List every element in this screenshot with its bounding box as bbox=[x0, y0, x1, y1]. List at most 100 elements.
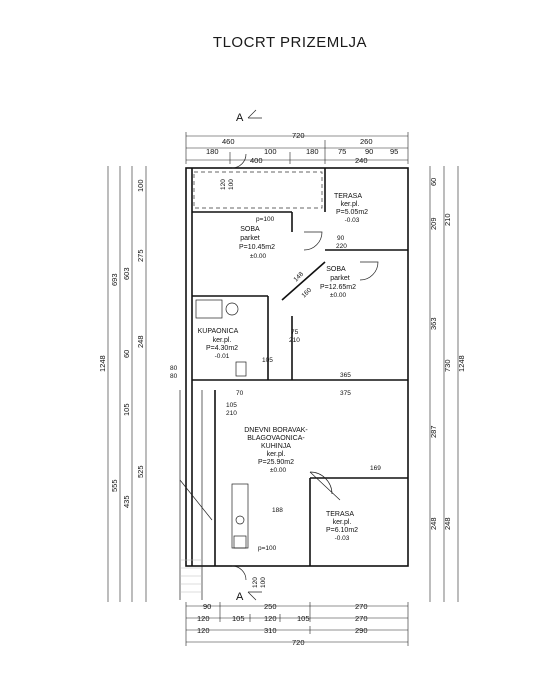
dim-top-f: 75 bbox=[338, 147, 346, 156]
dim-top-i: 400 bbox=[250, 156, 263, 165]
dim-bot-e: 105 bbox=[232, 614, 245, 623]
dim-top-e: 180 bbox=[306, 147, 319, 156]
room-name: SOBA bbox=[240, 226, 260, 233]
inner-label: 105 bbox=[262, 357, 273, 364]
left-dimensions: 1248 693 555 603 435 275 248 525 100 105… bbox=[98, 166, 147, 602]
dim-bot-b: 250 bbox=[264, 602, 277, 611]
room-name: SOBA bbox=[326, 266, 346, 273]
dim-top-h: 95 bbox=[390, 147, 398, 156]
inner-label: p=100 bbox=[258, 545, 277, 552]
room-area: P=10.45m2 bbox=[239, 244, 275, 251]
room-floor: ker.pl. bbox=[341, 201, 360, 208]
inner-label: 100 bbox=[228, 179, 235, 190]
dim-left-c: 603 bbox=[122, 267, 131, 280]
inner-label: 70 bbox=[236, 390, 244, 397]
room-area: P=5.05m2 bbox=[336, 209, 368, 216]
room-terasa-2: TERASA ker.pl. P=6.10m2 -0.03 bbox=[326, 511, 358, 542]
inner-label: 100 bbox=[260, 577, 267, 588]
dim-bot-i: 120 bbox=[197, 626, 210, 635]
room-soba-1: SOBA parket P=10.45m2 ±0.00 bbox=[239, 226, 275, 260]
section-label-top: A bbox=[236, 112, 244, 124]
dim-left-a: 693 bbox=[110, 273, 119, 286]
section-marker-top: A bbox=[236, 109, 262, 124]
section-marker-bottom: A bbox=[236, 591, 262, 603]
dim-left-f: 248 bbox=[136, 335, 145, 348]
inner-label: 160 bbox=[300, 287, 313, 300]
room-floor: ker.pl. bbox=[213, 337, 232, 344]
dim-right-b: 730 bbox=[443, 359, 452, 372]
right-dimensions: 1248 210 730 248 209 363 287 248 60 bbox=[429, 166, 466, 602]
dim-left-total: 1248 bbox=[98, 355, 107, 372]
section-label-bottom: A bbox=[236, 591, 244, 603]
inner-label: 210 bbox=[226, 410, 237, 417]
room-level: -0.03 bbox=[345, 217, 360, 224]
room-name-3: KUHINJA bbox=[261, 443, 291, 450]
dim-right-total: 1248 bbox=[457, 355, 466, 372]
room-name: TERASA bbox=[334, 193, 362, 200]
plan-title: TLOCRT PRIZEMLJA bbox=[213, 34, 367, 51]
dim-bot-d: 120 bbox=[197, 614, 210, 623]
dim-top-c: 180 bbox=[206, 147, 219, 156]
room-floor: ker.pl. bbox=[333, 519, 352, 526]
dim-bot-a: 90 bbox=[203, 602, 211, 611]
dim-bot-total: 720 bbox=[292, 638, 305, 647]
dim-left-e: 275 bbox=[136, 249, 145, 262]
dim-right-f: 287 bbox=[429, 425, 438, 438]
dim-left-j: 60 bbox=[122, 350, 131, 358]
room-level: -0.03 bbox=[335, 535, 350, 542]
room-name: TERASA bbox=[326, 511, 354, 518]
room-dnevni-boravak: DNEVNI BORAVAK- BLAGOVAONICA- KUHINJA ke… bbox=[244, 427, 308, 474]
dim-bot-j: 310 bbox=[264, 626, 277, 635]
room-level: -0.01 bbox=[215, 353, 230, 360]
room-area: P=6.10m2 bbox=[326, 527, 358, 534]
room-area: P=25.90m2 bbox=[258, 459, 294, 466]
inner-label: 375 bbox=[340, 390, 351, 397]
inner-labels: p=100 90 220 75 210 105 365 70 375 105 2… bbox=[170, 179, 381, 588]
inner-label: 80 bbox=[170, 373, 178, 380]
room-level: ±0.00 bbox=[330, 292, 347, 299]
top-dimensions: 720 460 260 180 100 180 75 90 95 400 240 bbox=[185, 131, 409, 165]
inner-label: 75 bbox=[291, 329, 299, 336]
dim-bot-k: 290 bbox=[355, 626, 368, 635]
inner-label: 188 bbox=[272, 507, 283, 514]
dim-right-a: 210 bbox=[443, 213, 452, 226]
terrace-top-dashed bbox=[193, 171, 323, 209]
walls bbox=[185, 167, 409, 567]
kitchen-fixtures bbox=[231, 483, 249, 549]
dim-top-g: 90 bbox=[365, 147, 373, 156]
room-name: KUPAONICA bbox=[198, 328, 239, 335]
inner-label: 80 bbox=[170, 365, 178, 372]
room-name-2: BLAGOVAONICA- bbox=[247, 435, 305, 442]
bathroom-fixtures bbox=[195, 299, 247, 377]
inner-label: 220 bbox=[336, 243, 347, 250]
dim-top-b: 260 bbox=[360, 137, 373, 146]
room-floor: ker.pl. bbox=[267, 451, 286, 458]
room-terasa-1: TERASA ker.pl. P=5.05m2 -0.03 bbox=[334, 193, 368, 224]
room-floor: parket bbox=[240, 235, 260, 242]
inner-label: 105 bbox=[226, 402, 237, 409]
dim-right-e: 363 bbox=[429, 317, 438, 330]
dim-top-d: 100 bbox=[264, 147, 277, 156]
dim-left-g: 525 bbox=[136, 465, 145, 478]
room-soba-2: SOBA parket P=12.65m2 ±0.00 bbox=[320, 266, 356, 299]
room-name: DNEVNI BORAVAK- bbox=[244, 427, 308, 434]
dim-left-d: 435 bbox=[122, 495, 131, 508]
dim-right-c: 248 bbox=[443, 517, 452, 530]
dim-bot-c: 270 bbox=[355, 602, 368, 611]
dim-left-h: 100 bbox=[136, 179, 145, 192]
dim-left-i: 105 bbox=[122, 403, 131, 416]
dim-bot-f: 120 bbox=[264, 614, 277, 623]
staircase bbox=[179, 390, 213, 600]
dim-right-g: 248 bbox=[429, 517, 438, 530]
dim-top-total: 720 bbox=[292, 131, 305, 140]
dim-left-b: 555 bbox=[110, 479, 119, 492]
inner-label: 90 bbox=[337, 235, 345, 242]
room-area: P=4.30m2 bbox=[206, 345, 238, 352]
doors bbox=[231, 153, 379, 581]
dim-right-d: 209 bbox=[429, 217, 438, 230]
inner-label: 169 bbox=[370, 465, 381, 472]
room-kupaonica: KUPAONICA ker.pl. P=4.30m2 -0.01 bbox=[198, 328, 239, 360]
room-floor: parket bbox=[330, 275, 350, 282]
bottom-dimensions: 90 250 270 120 105 120 105 270 120 310 2… bbox=[185, 602, 409, 647]
